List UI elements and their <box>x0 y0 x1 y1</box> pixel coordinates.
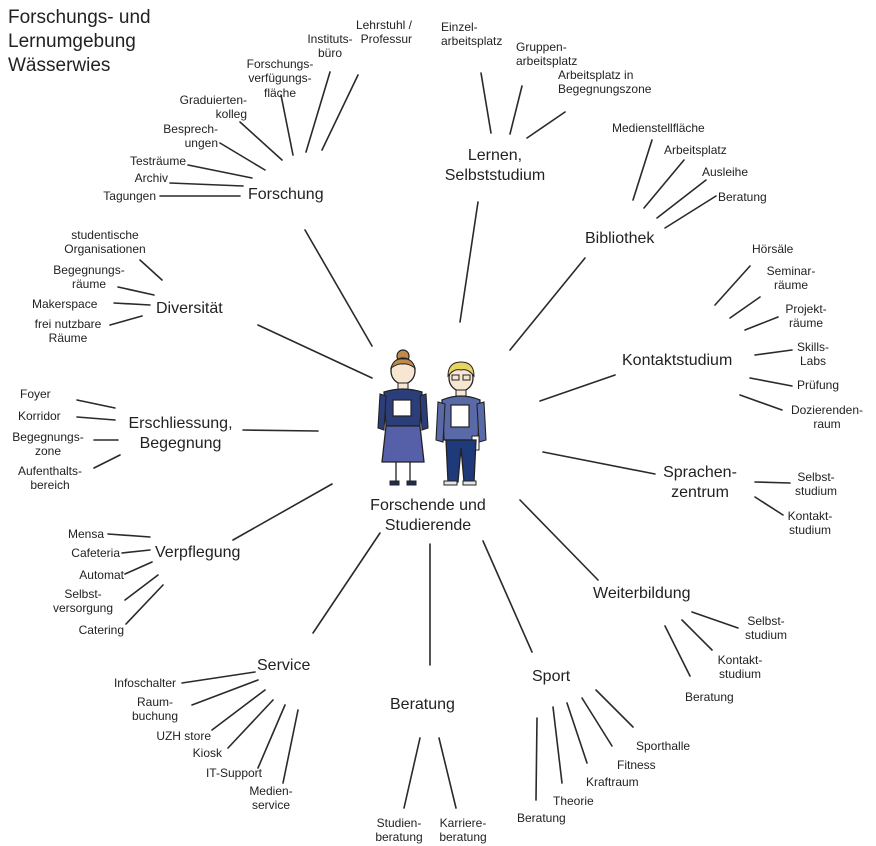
leaf-sprach-kontaktstudium: Kontakt- studium <box>787 509 833 538</box>
leaf-archiv: Archiv <box>134 171 168 185</box>
leaf-institutsbuero: Instituts- büro <box>307 32 353 61</box>
category-bibliothek: Bibliothek <box>585 230 655 247</box>
leaf-wb-selbststudium: Selbst- studium <box>744 614 788 643</box>
category-kontaktstudium: Kontaktstudium <box>622 352 733 369</box>
category-forschung: Forschung <box>248 186 324 203</box>
category-diversitaet: Diversität <box>156 300 223 317</box>
leaf-hoersaele: Hörsäle <box>752 242 794 256</box>
leaf-tagungen: Tagungen <box>103 189 156 203</box>
diagram-title: Forschungs- und Lernumgebung Wässerwies <box>8 7 151 76</box>
leaf-catering: Catering <box>78 623 124 637</box>
leaf-kiosk: Kiosk <box>192 746 222 760</box>
leaf-frei-nutzbare-raeume: frei nutzbare Räume <box>34 317 102 346</box>
leaf-sporthalle: Sporthalle <box>636 739 691 753</box>
leaf-arbeitsplatz-begegnung: Arbeitsplatz in Begegnungszone <box>558 68 652 97</box>
leaf-kraftraum: Kraftraum <box>586 775 639 789</box>
leaf-ausleihe: Ausleihe <box>702 165 749 179</box>
leaf-testraeume: Testräume <box>129 154 186 168</box>
category-sprachenzentrum: Sprachen- zentrum <box>663 464 737 501</box>
leaf-foyer: Foyer <box>20 387 51 401</box>
leaf-pruefung: Prüfung <box>797 378 840 392</box>
leaf-sport-beratung: Beratung <box>517 811 566 825</box>
leaf-dozierendenraum: Dozierenden- raum <box>790 403 864 432</box>
leaf-skills-labs: Skills- Labs <box>797 340 829 369</box>
leaf-mensa: Mensa <box>67 527 104 541</box>
leaf-automat: Automat <box>79 568 124 582</box>
leaf-makerspace: Makerspace <box>32 297 98 311</box>
leaf-fitness: Fitness <box>617 758 656 772</box>
leaf-infoschalter: Infoschalter <box>113 676 176 690</box>
leaf-besprechungen: Besprech- ungen <box>163 122 218 151</box>
woman-student-icon <box>377 349 429 486</box>
leaf-selbstversorgung: Selbst- versorgung <box>52 587 114 616</box>
leaf-it-support: IT-Support <box>205 766 262 780</box>
leaf-bib-beratung: Beratung <box>718 190 767 204</box>
leaf-medienstellflaeche: Medienstellfläche <box>612 121 705 135</box>
leaf-begegnungsraeume: Begegnungs- räume <box>53 263 125 292</box>
leaf-karriereberatung: Karriere- beratung <box>439 816 487 845</box>
leaf-bib-arbeitsplatz: Arbeitsplatz <box>664 143 727 157</box>
man-student-icon <box>435 361 487 486</box>
leaf-lehrstuhl: Lehrstuhl / Professur <box>355 18 412 47</box>
leaf-uzh-store: UZH store <box>156 729 211 743</box>
leaf-projektraeume: Projekt- räume <box>785 302 827 331</box>
leaf-raumbuchung: Raum- buchung <box>131 695 179 724</box>
leaf-theorie: Theorie <box>553 794 594 808</box>
leaf-aufenthaltsbereich: Aufenthalts- bereich <box>17 464 83 493</box>
leaf-sprach-selbststudium: Selbst- studium <box>794 470 838 499</box>
leaf-seminarraeume: Seminar- räume <box>766 264 816 293</box>
leaf-wb-beratung: Beratung <box>685 690 734 704</box>
leaf-forschungsflaeche: Forschungs- verfügungs- fläche <box>246 57 314 100</box>
leaf-korridor: Korridor <box>18 409 61 423</box>
category-service: Service <box>257 657 311 674</box>
center-node-label: Forschende und Studierende <box>370 497 486 534</box>
leaf-studentische-organisationen: studentische Organisationen <box>64 228 146 257</box>
leaf-wb-kontaktstudium: Kontakt- studium <box>717 653 763 682</box>
leaf-medienservice: Medien- service <box>249 784 293 813</box>
leaf-cafeteria: Cafeteria <box>71 546 120 560</box>
category-erschliessung: Erschliessung, Begegnung <box>128 415 233 452</box>
category-verpflegung: Verpflegung <box>155 544 241 561</box>
category-beratung: Beratung <box>390 696 455 713</box>
category-sport: Sport <box>532 668 571 685</box>
leaf-begegnungszone: Begegnungs- zone <box>12 430 84 459</box>
leaf-einzelarbeitsplatz: Einzel- arbeitsplatz <box>441 20 503 49</box>
category-lernen: Lernen, Selbststudium <box>444 147 546 184</box>
category-weiterbildung: Weiterbildung <box>593 585 691 602</box>
leaf-gruppenarbeitsplatz: Gruppen- arbeitsplatz <box>516 40 578 69</box>
leaf-studienberatung: Studien- beratung <box>375 816 423 845</box>
leaf-graduiertenkolleg: Graduierten- kolleg <box>179 93 247 122</box>
